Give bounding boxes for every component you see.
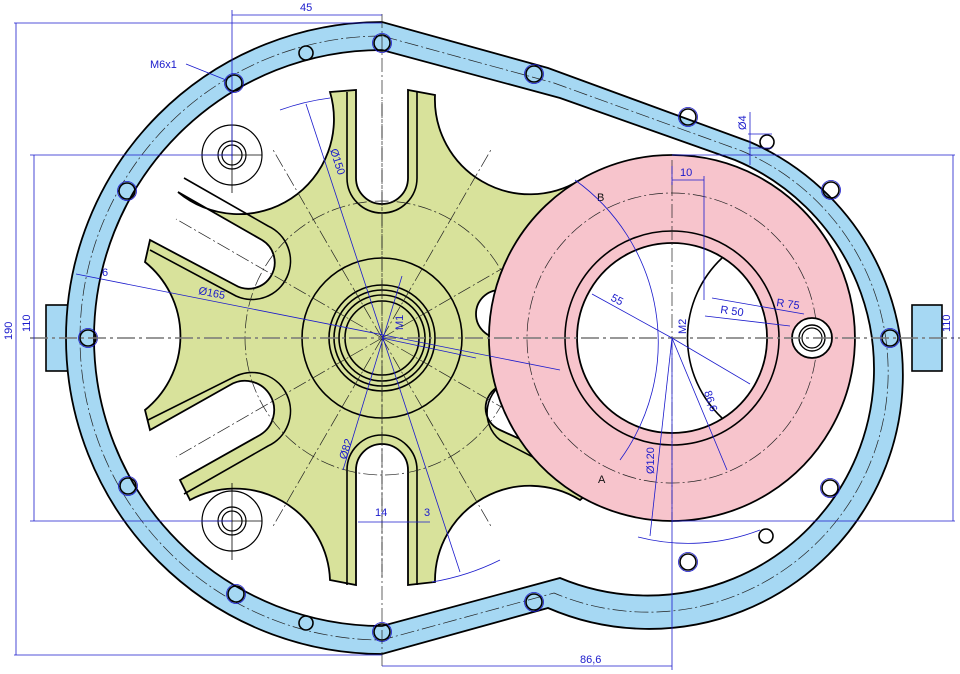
dimensions: 45 M6x1 190 110 110 6 Ø165 Ø150 Ø82 M1 xyxy=(3,2,955,670)
point-b: B xyxy=(597,192,604,204)
bolt-hole xyxy=(820,478,840,498)
center-m2: M2 xyxy=(677,319,689,334)
bolt-hole xyxy=(524,64,544,84)
bolt-hole xyxy=(758,528,774,544)
rotor-body xyxy=(143,88,612,587)
bolt-hole xyxy=(821,180,841,200)
dim-6: 6 xyxy=(102,267,108,279)
dim-14: 14 xyxy=(375,507,387,519)
bolt-hole xyxy=(678,552,698,572)
center-m1: M1 xyxy=(394,315,406,330)
dim-dia-4: Ø4 xyxy=(737,115,749,130)
bolt-hole xyxy=(678,107,698,127)
bolt-hole xyxy=(759,134,775,150)
ring-cutout-arc xyxy=(686,257,723,419)
dim-r50: R 50 xyxy=(720,304,745,319)
slot-upper-left xyxy=(149,177,292,301)
bolt-hole xyxy=(524,592,544,612)
bolt-hole xyxy=(298,615,314,631)
dim-110-right: 110 xyxy=(941,314,953,332)
dim-55: 55 xyxy=(609,292,625,308)
retaining-pin xyxy=(791,317,833,359)
point-a: A xyxy=(598,474,606,486)
dim-110-left: 110 xyxy=(21,314,33,332)
bolt-hole xyxy=(372,33,392,53)
bolt-hole xyxy=(226,584,246,604)
slot-lower-left xyxy=(147,371,292,495)
eccentric-ring xyxy=(488,154,856,522)
ring-body xyxy=(488,154,856,522)
dim-thread: M6x1 xyxy=(150,59,177,71)
dim-dia-165: Ø165 xyxy=(197,285,226,302)
bolt-circle-line xyxy=(79,35,889,641)
bolt-hole xyxy=(118,476,138,496)
rotor xyxy=(143,88,621,587)
dim-190: 190 xyxy=(3,322,15,340)
bolt-hole xyxy=(117,181,137,201)
dim-86-6-bottom: 86,6 xyxy=(580,654,601,666)
dim-45: 45 xyxy=(300,2,312,14)
dim-3: 3 xyxy=(424,507,430,519)
dim-10: 10 xyxy=(680,167,692,179)
dim-dia-120: Ø120 xyxy=(645,447,657,474)
bolt-hole xyxy=(298,45,314,61)
bolt-hole xyxy=(224,73,244,93)
dim-r75: R 75 xyxy=(776,297,801,312)
